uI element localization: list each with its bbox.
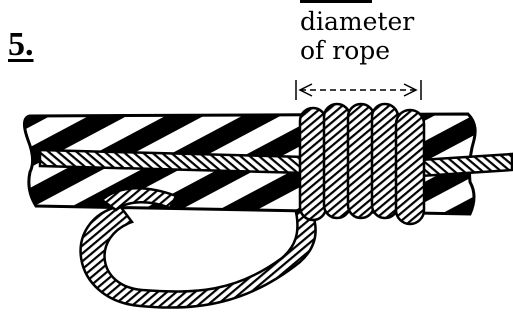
diameter-dimension-marker: [296, 80, 421, 100]
rope-wraps: [300, 104, 424, 224]
